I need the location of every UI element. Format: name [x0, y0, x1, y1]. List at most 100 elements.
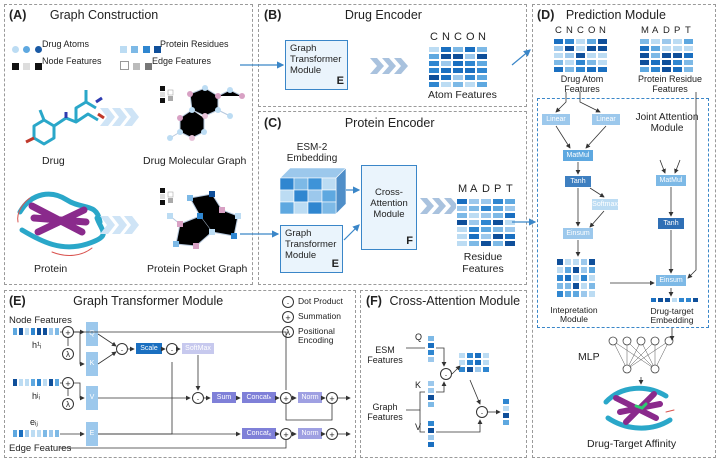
matrix-cell — [588, 290, 596, 298]
matrix-cell — [572, 290, 580, 298]
panel-a-title: Graph Construction — [49, 8, 159, 22]
matrix-cell — [678, 297, 685, 303]
matrix-cell — [661, 52, 672, 59]
matrix-cell — [464, 67, 476, 74]
matrix-cell — [456, 240, 468, 247]
matrix-cell — [480, 226, 492, 233]
matrix-cell — [502, 412, 510, 419]
matrix-cell — [661, 38, 672, 45]
matrix-cell — [427, 394, 435, 401]
panel-d-label: (D) — [537, 8, 555, 22]
matrix-cell — [504, 212, 516, 219]
matrix-cell — [476, 74, 488, 81]
matrix-cell — [575, 66, 586, 73]
matrix-cell — [650, 38, 661, 45]
sequence-letter: T — [506, 183, 513, 195]
drug-atom-features-label: Drug Atom Features — [560, 74, 604, 94]
matrix-cell — [588, 258, 596, 266]
matrix-cell — [48, 378, 54, 387]
matrix-cell — [440, 53, 452, 60]
matrix-cell — [440, 81, 452, 88]
ca-module-label: Cross-Attention Module — [370, 187, 408, 220]
concat-h-block: Concatₕ — [242, 392, 276, 403]
drug-gt-label: Graph Transformer Module — [290, 43, 342, 76]
scale-block: Scale — [136, 343, 162, 354]
matrix-cell — [427, 356, 435, 363]
matrix-cell — [12, 429, 18, 438]
matrix-cell — [36, 327, 42, 336]
matrix-cell — [504, 198, 516, 205]
panel-c-header: (C) Protein Encoder — [264, 116, 434, 130]
dot-product-icon: · — [282, 296, 294, 308]
f-dot-op-2: · — [476, 406, 488, 418]
matrix-cell — [42, 378, 48, 387]
legend-drug-atoms-icon — [12, 40, 42, 58]
matrix-cell — [482, 359, 490, 366]
matrix-cell — [556, 274, 564, 282]
esm-features-label: ESM Features — [367, 345, 403, 365]
legend-drug-atoms: Drug Atoms — [42, 39, 90, 49]
matmul-2: MatMul — [656, 175, 686, 186]
matrix-cell — [553, 52, 564, 59]
matrix-cell — [564, 274, 572, 282]
matrix-cell — [428, 74, 440, 81]
matrix-cell — [572, 266, 580, 274]
matrix-cell — [468, 240, 480, 247]
matrix-cell — [683, 52, 694, 59]
embedding-label: Drug-target Embedding — [650, 306, 694, 326]
matrix-cell — [661, 59, 672, 66]
mlp-network-icon — [608, 336, 674, 374]
panel-b-header: (B) Drug Encoder — [264, 8, 422, 22]
matrix-cell — [672, 59, 683, 66]
dot-op-1: · — [116, 343, 128, 355]
matrix-cell — [54, 429, 60, 438]
matrix-cell — [466, 366, 474, 373]
f-v-label: V — [415, 422, 422, 432]
sum-op-2: + — [62, 377, 74, 389]
graph-features-label: Graph Features — [367, 402, 403, 422]
panel-c-label: (C) — [264, 116, 282, 130]
matrix-cell — [468, 219, 480, 226]
matrix-cell — [468, 212, 480, 219]
dot-product-legend: Dot Product — [298, 296, 343, 306]
matrix-cell — [452, 67, 464, 74]
matrix-cell — [36, 378, 42, 387]
sum-op-1: + — [62, 326, 74, 338]
matrix-cell — [476, 46, 488, 53]
matrix-cell — [564, 52, 575, 59]
summation-legend: Summation — [298, 311, 341, 321]
k-projection: K — [86, 352, 98, 376]
matrix-cell — [464, 74, 476, 81]
matrix-cell — [586, 66, 597, 73]
matrix-cell — [18, 378, 24, 387]
legend-edge-features: Edge Features — [152, 56, 212, 66]
matrix-cell — [502, 405, 510, 412]
matrix-cell — [504, 233, 516, 240]
matrix-cell — [502, 419, 510, 426]
matrix-cell — [672, 45, 683, 52]
matrix-cell — [452, 74, 464, 81]
matrix-cell — [597, 66, 608, 73]
matrix-cell — [30, 327, 36, 336]
sequence-letter: P — [494, 183, 502, 195]
linear-1: Linear — [542, 114, 570, 125]
matrix-cell — [440, 67, 452, 74]
drug-molecule-image — [25, 90, 105, 146]
sum-op-6: + — [326, 428, 338, 440]
matrix-cell — [427, 420, 435, 427]
einsum-2: Einsum — [656, 275, 686, 286]
matrix-cell — [456, 205, 468, 212]
dot-op-3: · — [192, 392, 204, 404]
matrix-cell — [482, 352, 490, 359]
matrix-cell — [456, 212, 468, 219]
matrix-cell — [428, 67, 440, 74]
matrix-cell — [553, 59, 564, 66]
matrix-cell — [564, 66, 575, 73]
sequence-letter: C — [555, 25, 562, 36]
lambda-op-1: λ — [62, 348, 74, 360]
esm-embedding-label: ESM-2 Embedding — [286, 142, 338, 164]
sequence-letter: N — [599, 25, 606, 36]
matrix-cell — [476, 53, 488, 60]
matrix-cell — [664, 297, 671, 303]
matrix-cell — [639, 66, 650, 73]
